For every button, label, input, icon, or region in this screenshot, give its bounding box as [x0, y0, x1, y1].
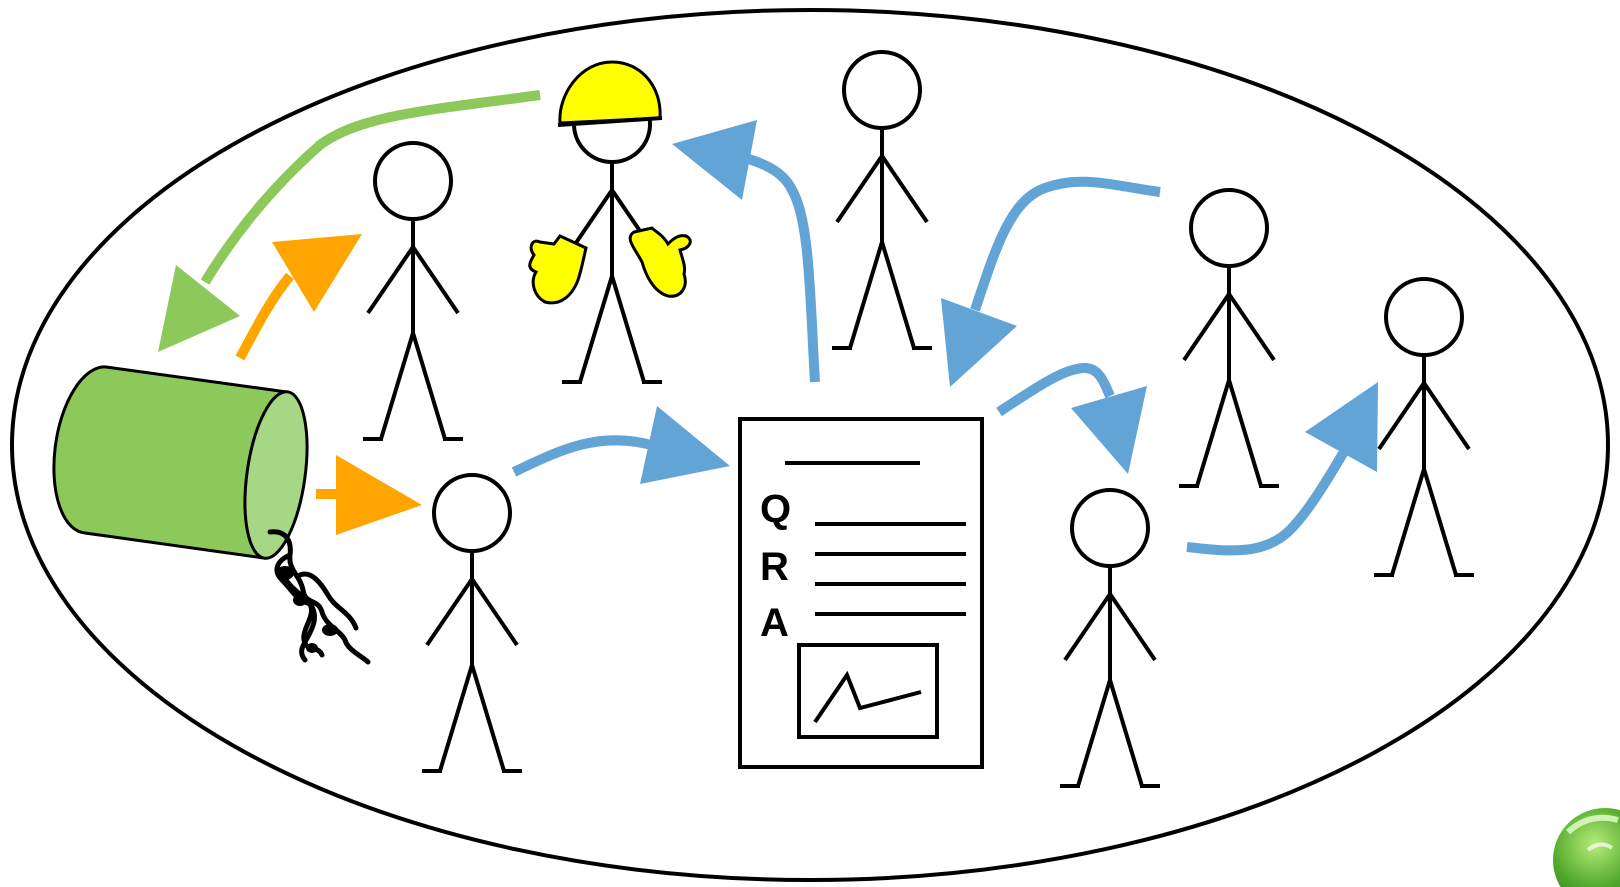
green-sphere-logo-icon — [1553, 808, 1620, 887]
exposure-arrow-orange-upper — [235, 234, 362, 361]
hard-hat-icon — [557, 60, 663, 127]
chemical-spill-icon — [267, 529, 371, 665]
person-right-upper — [1177, 188, 1281, 488]
doc-letter-a: A — [760, 601, 789, 645]
feedback-arrow-green — [158, 90, 541, 352]
leaking-barrel-icon — [52, 365, 309, 560]
doc-letter-q: Q — [760, 487, 791, 531]
person-far-right — [1372, 277, 1476, 577]
person-right-lower — [1058, 488, 1162, 788]
doc-letter-r: R — [760, 545, 789, 589]
person-top-center — [830, 50, 934, 350]
report-arrow-blue-out — [996, 362, 1147, 474]
person-upper-left — [361, 141, 465, 441]
exposure-arrow-orange-lower — [316, 455, 422, 535]
protective-gloves-icon — [528, 226, 692, 305]
community-boundary-ellipse — [10, 8, 1610, 882]
line-chart-icon — [797, 643, 939, 739]
report-arrow-blue-right-in — [941, 176, 1161, 387]
person-lower-left — [420, 473, 524, 773]
report-arrow-blue-up — [672, 120, 820, 383]
report-arrow-blue-far-right — [1186, 382, 1378, 556]
report-arrow-blue-in — [511, 406, 730, 484]
report-document-icon: Q R A — [738, 417, 984, 769]
